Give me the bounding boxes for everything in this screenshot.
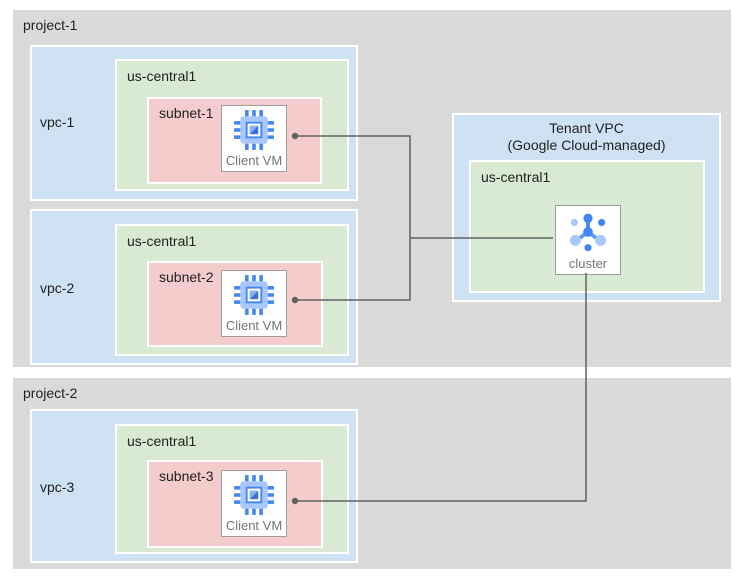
subnet-2-box: subnet-2 [147, 261, 323, 347]
tenant-vpc-title-line1: Tenant VPC [549, 120, 624, 136]
vpc-3-region-box: us-central1 subnet-3 [115, 424, 349, 554]
vpc-2-box: vpc-2 us-central1 subnet-2 [30, 209, 358, 365]
project-1-label: project-1 [23, 17, 78, 33]
subnet-3-label: subnet-3 [159, 468, 214, 484]
cluster-hub-icon [569, 213, 607, 252]
client-vm-node-subnet-1: Client VM [221, 105, 287, 172]
project-2-label: project-2 [23, 385, 78, 401]
tenant-vpc-title: Tenant VPC (Google Cloud-managed) [454, 120, 719, 154]
vpc-3-label: vpc-3 [40, 479, 75, 495]
vpc-2-region-box: us-central1 subnet-2 [115, 224, 349, 356]
client-vm-node-subnet-3: Client VM [221, 470, 287, 537]
subnet-3-box: subnet-3 [147, 460, 323, 548]
tenant-region-box: us-central1 cluster [469, 160, 705, 293]
cluster-node: cluster [555, 205, 621, 275]
vpc-1-region-box: us-central1 subnet-1 [115, 59, 349, 191]
vpc-1-box: vpc-1 us-central1 subnet-1 [30, 45, 358, 201]
client-vm-label: Client VM [225, 153, 283, 168]
vpc-1-label: vpc-1 [40, 114, 75, 130]
vpc-2-region-label: us-central1 [127, 233, 197, 249]
vpc-2-label: vpc-2 [40, 280, 75, 296]
client-vm-node-subnet-2: Client VM [221, 270, 287, 337]
tenant-vpc-title-line2: (Google Cloud-managed) [507, 137, 666, 153]
vpc-3-region-label: us-central1 [127, 433, 197, 449]
compute-engine-chip-icon [234, 475, 274, 515]
compute-engine-chip-icon [234, 275, 274, 315]
vpc-1-region-label: us-central1 [127, 68, 197, 84]
project-2-box: project-2 vpc-3 us-central1 subnet-3 [13, 378, 731, 569]
compute-engine-chip-icon [234, 110, 274, 150]
subnet-2-label: subnet-2 [159, 269, 214, 285]
tenant-region-label: us-central1 [481, 169, 551, 185]
tenant-vpc-box: Tenant VPC (Google Cloud-managed) us-cen… [452, 113, 721, 302]
subnet-1-label: subnet-1 [159, 105, 214, 121]
vpc-3-box: vpc-3 us-central1 subnet-3 [30, 409, 358, 563]
subnet-1-box: subnet-1 [147, 97, 322, 184]
client-vm-label: Client VM [225, 518, 283, 533]
cluster-label: cluster [568, 256, 608, 271]
client-vm-label: Client VM [225, 318, 283, 333]
